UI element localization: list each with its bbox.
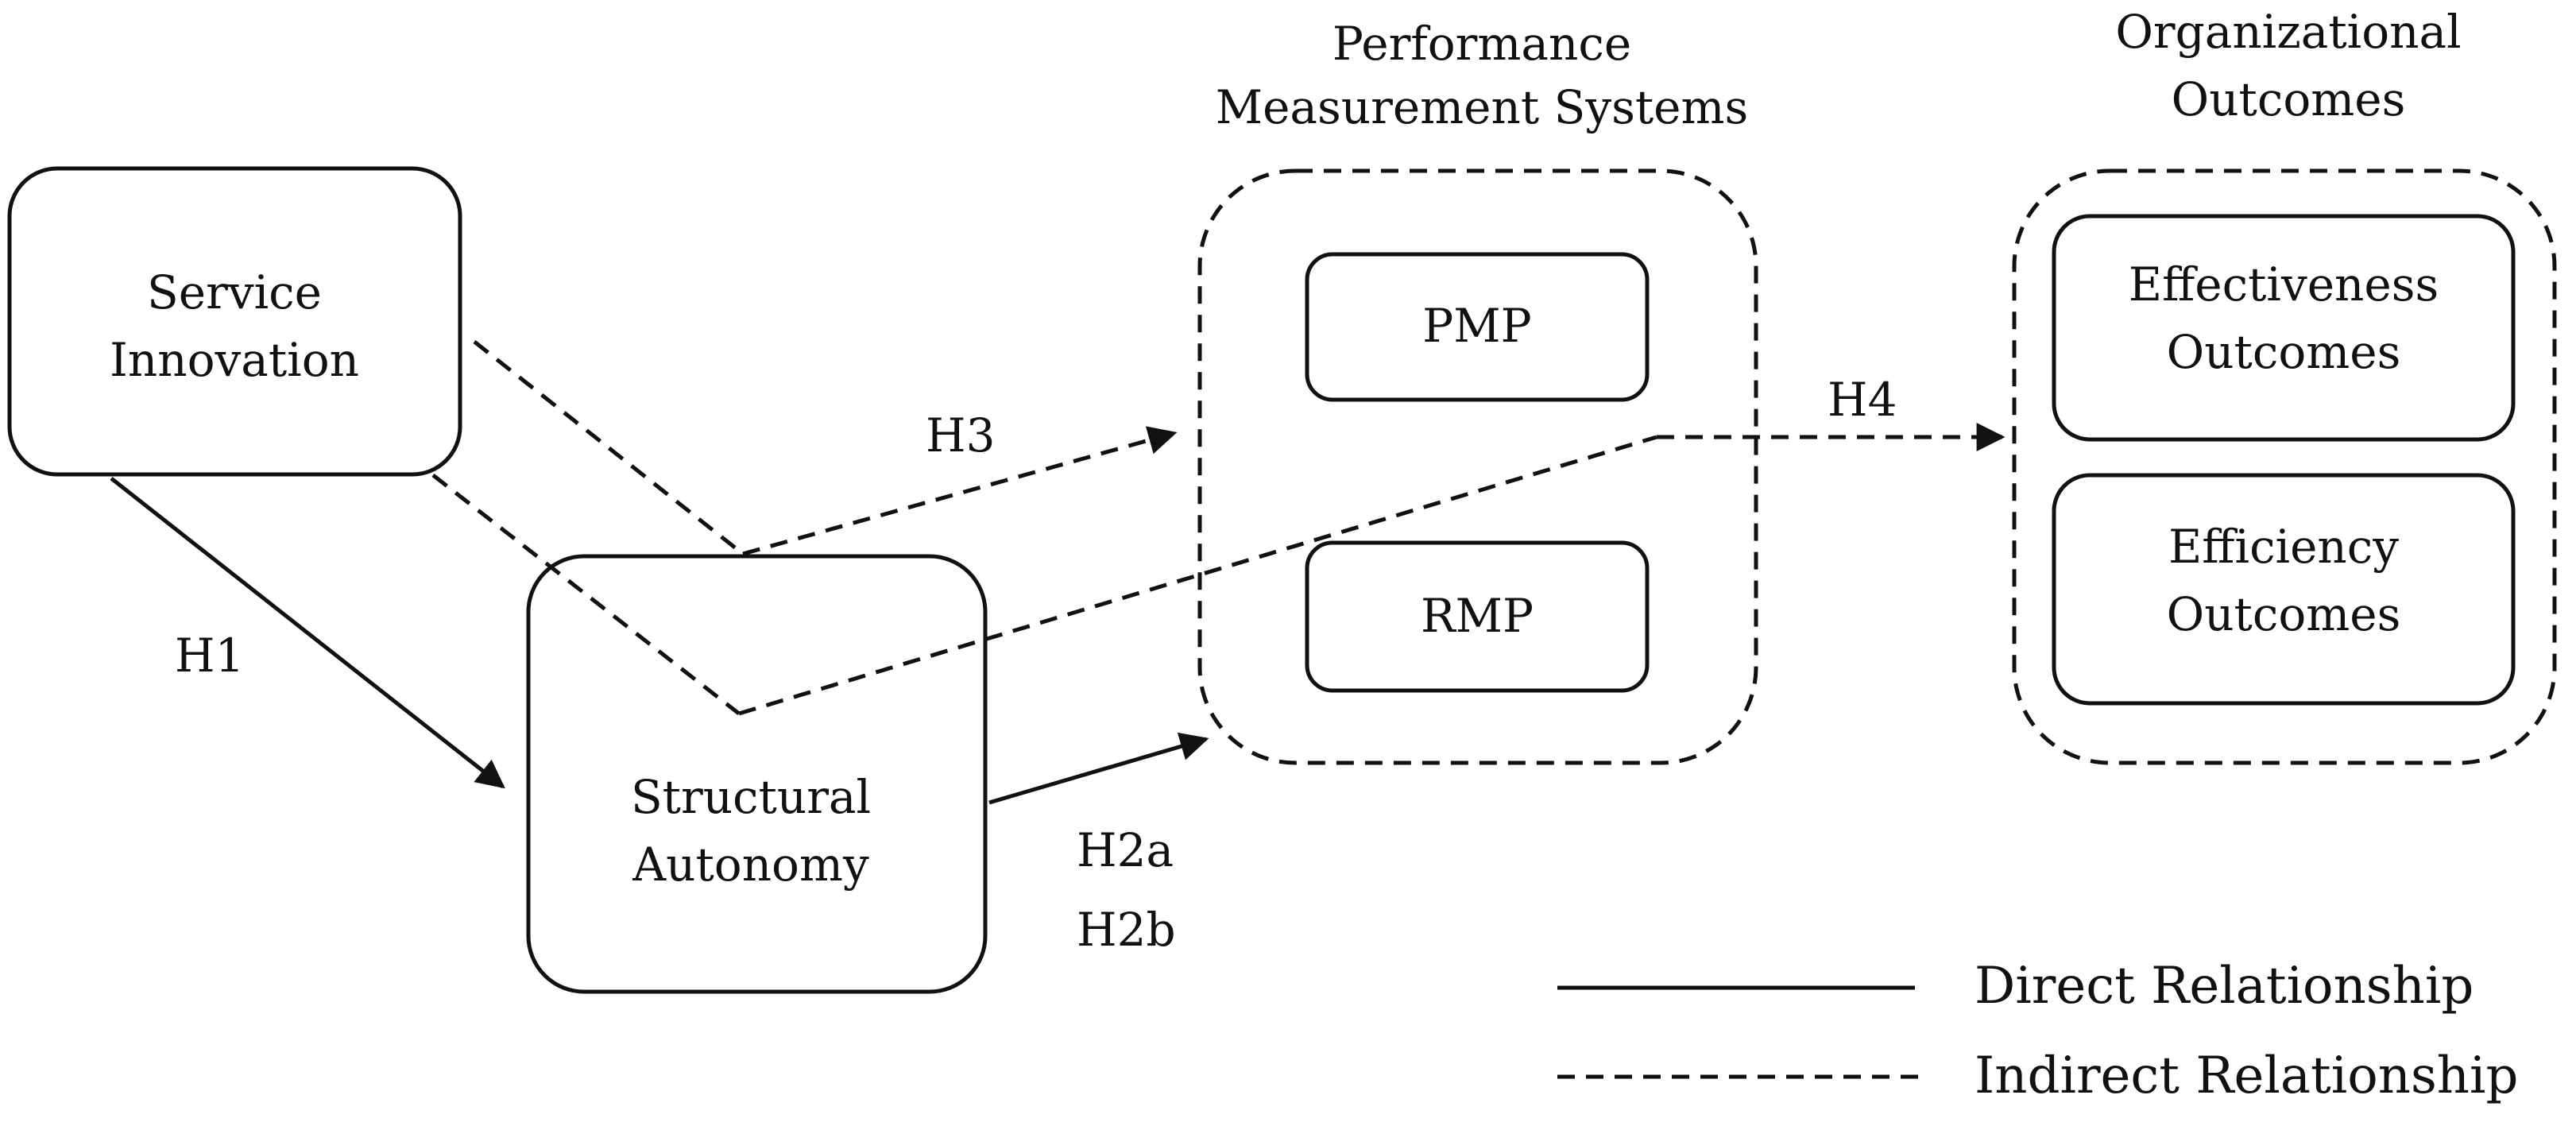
outcomes-group-title-line2: Outcomes	[2172, 72, 2406, 126]
effectiveness-outcomes-label-line1: Effectiveness	[2129, 257, 2439, 311]
efficiency-outcomes-node: Efficiency Outcomes	[2052, 473, 2516, 706]
h2b-label: H2b	[1077, 903, 1176, 957]
pmp-node: PMP	[1305, 252, 1650, 402]
structural-autonomy-label-line1: Structural	[631, 770, 871, 824]
pms-group-title-line2: Measurement Systems	[1216, 80, 1749, 134]
pms-group-title-line1: Performance	[1332, 17, 1631, 71]
service-innovation-box	[7, 166, 462, 477]
h3-path-segment-1	[473, 340, 745, 555]
legend-direct-label: Direct Relationship	[1975, 957, 2474, 1016]
effectiveness-outcomes-node: Effectiveness Outcomes	[2052, 214, 2516, 442]
h2a-label: H2a	[1077, 823, 1174, 877]
structural-autonomy-label-line2: Autonomy	[632, 838, 869, 892]
service-innovation-label-line2: Innovation	[110, 333, 359, 387]
effectiveness-outcomes-box	[2052, 214, 2516, 442]
effectiveness-outcomes-label-line2: Outcomes	[2167, 325, 2401, 379]
rmp-node: RMP	[1305, 540, 1650, 693]
outcomes-group-container	[2012, 168, 2557, 765]
h1-arrow	[110, 477, 505, 789]
efficiency-outcomes-label-line2: Outcomes	[2167, 587, 2401, 641]
legend: Direct Relationship Indirect Relationshi…	[1557, 957, 2518, 1105]
h2-arrow	[988, 732, 1209, 805]
efficiency-outcomes-box	[2052, 473, 2516, 706]
h3-label: H3	[926, 408, 995, 462]
pms-group-container	[1197, 168, 1758, 765]
rmp-label: RMP	[1421, 589, 1534, 643]
efficiency-outcomes-label-line1: Efficiency	[2168, 520, 2399, 574]
h3-arrow	[742, 426, 1178, 556]
legend-indirect-label: Indirect Relationship	[1975, 1047, 2518, 1105]
outcomes-group-title-line1: Organizational	[2115, 5, 2461, 59]
service-innovation-label-line1: Service	[147, 265, 322, 319]
h4-path-segment-2	[738, 435, 1657, 716]
service-innovation-node: Service Innovation	[7, 166, 462, 477]
pmp-label: PMP	[1422, 299, 1531, 353]
h4-label: H4	[1828, 373, 1897, 427]
h1-label: H1	[175, 629, 244, 683]
structural-autonomy-box	[526, 554, 988, 994]
structural-autonomy-node: Structural Autonomy	[526, 554, 988, 994]
rmp-box	[1305, 540, 1650, 693]
pmp-box	[1305, 252, 1650, 402]
h4-path-segment-1	[431, 474, 741, 715]
